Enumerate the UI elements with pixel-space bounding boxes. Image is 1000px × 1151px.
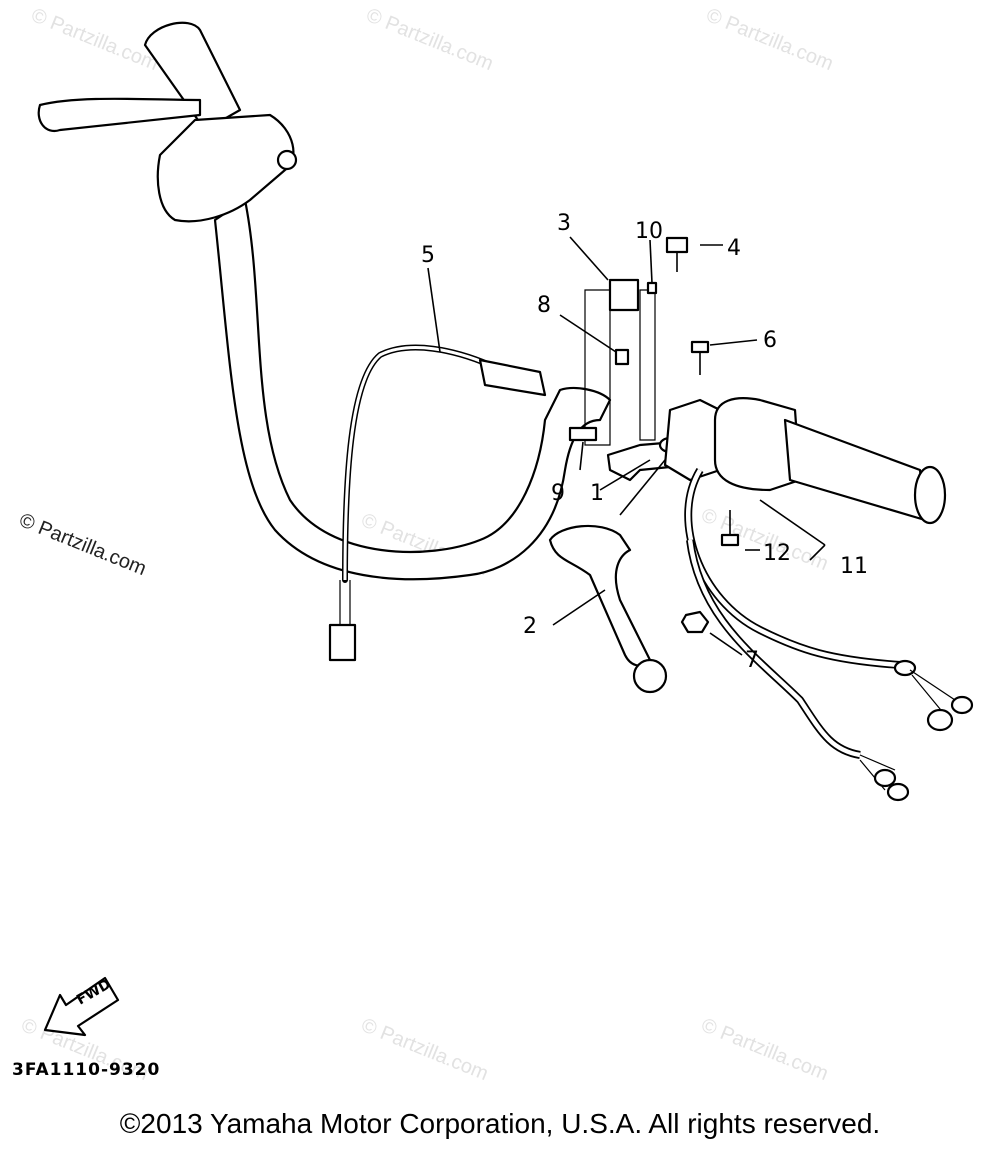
left-grip-assembly [37,21,298,223]
part-2-lever [548,524,668,694]
callout-11: 11 [840,554,868,579]
watermark: © Partzilla.com [703,4,836,75]
callout-2: 2 [523,614,537,639]
right-grip-assembly [663,397,947,525]
callout-10: 10 [635,219,663,244]
handlebar [213,198,612,581]
watermark: © Partzilla.com [28,4,161,75]
callout-4: 4 [727,236,741,261]
callout-9: 9 [551,481,565,506]
watermark: © Partzilla.com [363,4,496,75]
hardware [568,236,740,634]
callout-6: 6 [763,328,777,353]
callout-5: 5 [421,243,435,268]
callout-8: 8 [537,293,551,318]
callout-3: 3 [557,211,571,236]
callouts: 1 2 3 4 5 6 7 8 9 10 11 12 [421,211,868,673]
part-5-cable [328,344,547,662]
diagram-code: 3FA1110-9320 [12,1060,161,1080]
callout-1: 1 [590,481,604,506]
callout-12: 12 [763,541,791,566]
wiring-harness [684,467,974,802]
fwd-arrow-icon: FWD [43,976,120,1037]
leader-lines [427,236,826,656]
copyright-notice: ©2013 Yamaha Motor Corporation, U.S.A. A… [119,1108,881,1139]
watermark-dark: © Partzilla.com [16,509,149,580]
watermark: © Partzilla.com [358,1014,491,1085]
callout-7: 7 [745,648,759,673]
watermarks: © Partzilla.com © Partzilla.com © Partzi… [16,4,836,1085]
watermark: © Partzilla.com [698,1014,831,1085]
